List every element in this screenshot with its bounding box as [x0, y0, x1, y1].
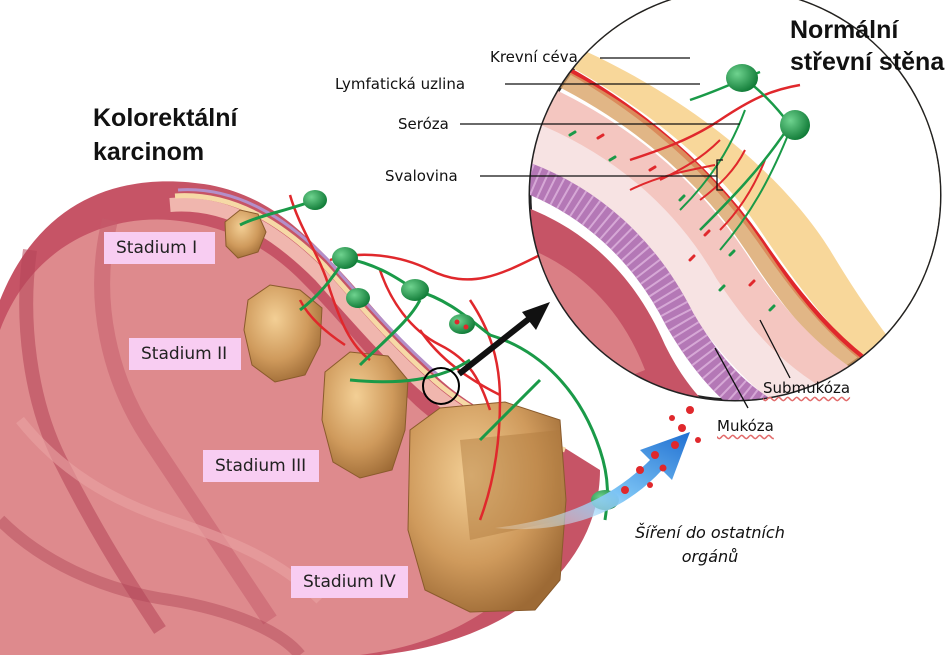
stage-label-2: Stadium II [129, 338, 241, 370]
label-submucosa: Submukóza [763, 379, 850, 397]
label-blood-vessel: Krevní céva [490, 48, 578, 66]
label-spread-line1: Šíření do ostatních [610, 521, 810, 545]
label-spread: Šíření do ostatních orgánů [610, 521, 810, 569]
title-normal-wall-line1: Normální [790, 14, 898, 46]
label-lymph-node: Lymfatická uzlina [335, 75, 465, 93]
stage-label-1: Stadium I [104, 232, 215, 264]
label-muscle: Svalovina [385, 167, 458, 185]
stage-label-4: Stadium IV [291, 566, 408, 598]
zoom-arrow [459, 302, 550, 374]
title-colorectal-line2: karcinom [93, 136, 204, 168]
label-mucosa: Mukóza [717, 417, 774, 435]
stage-label-3: Stadium III [203, 450, 319, 482]
title-colorectal-line1: Kolorektální [93, 102, 237, 134]
tumor-stage-3 [322, 352, 408, 478]
label-serosa: Seróza [398, 115, 449, 133]
title-normal-wall-line2: střevní stěna [790, 46, 944, 78]
label-spread-line2: orgánů [610, 545, 810, 569]
